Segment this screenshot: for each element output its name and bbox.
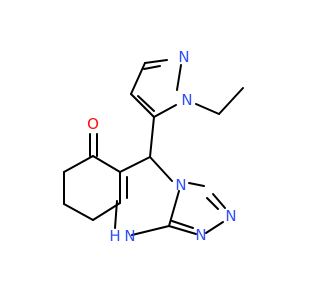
bond [188, 182, 205, 187]
atom-labels: O N N N N N N H [87, 48, 237, 245]
bonds [63, 59, 244, 236]
bond [195, 103, 220, 115]
bond [168, 190, 180, 227]
pyrazole-n2-label: N [178, 48, 189, 66]
triazole-n1-label: N [175, 176, 186, 194]
pyrazole-n1-label: N [181, 91, 192, 109]
bond [205, 221, 224, 234]
bond [92, 202, 121, 221]
bond [130, 93, 155, 118]
bond [92, 155, 121, 173]
amine-n-label: N [124, 227, 135, 245]
bond [63, 203, 94, 221]
bond [212, 193, 226, 209]
bond [63, 155, 94, 173]
bond [143, 65, 161, 70]
bond [168, 225, 197, 235]
bond [171, 220, 194, 229]
bond [176, 64, 182, 91]
bond [149, 116, 155, 158]
bond [130, 62, 146, 95]
bond [206, 197, 219, 210]
bond [144, 59, 168, 64]
bond [149, 156, 173, 182]
bond [153, 104, 177, 118]
molecule-structure: O N N N N N N H [63, 48, 244, 245]
bond [131, 225, 170, 236]
triazole-n2-label: N [225, 207, 236, 225]
bond [218, 87, 244, 115]
triazole-n3-label: N [195, 226, 206, 244]
bond [119, 156, 151, 173]
oxygen-label: O [87, 115, 99, 133]
amine-h-label: H [109, 227, 120, 245]
bond [137, 95, 155, 112]
